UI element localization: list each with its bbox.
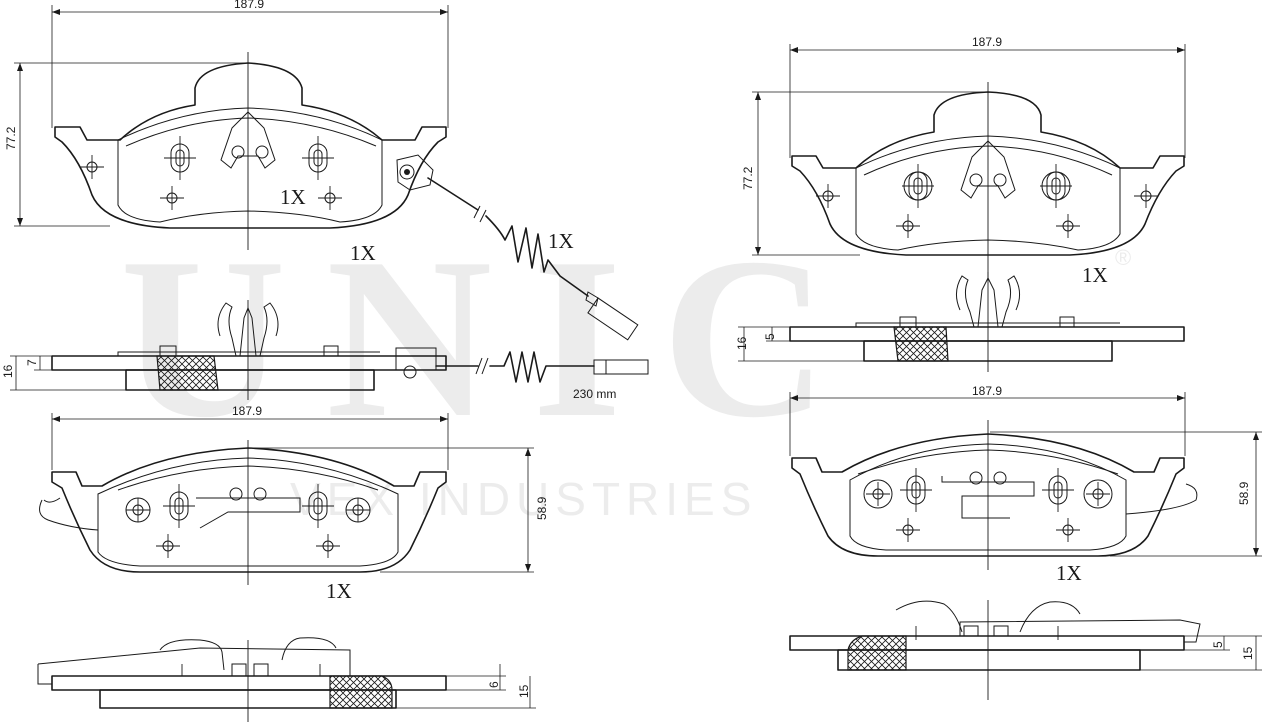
pad-bottom-left-front-view: 187.9 58.9 1X [39, 404, 549, 603]
pad-top-left-front-view: 187.9 77.2 1X 1X 1X [4, 0, 639, 341]
pad-right-side-view: 16 5 [735, 272, 1185, 372]
dim-height-bottom-right: 58.9 [1237, 481, 1251, 505]
qty-label-bottom-right: 1X [1056, 561, 1082, 585]
pad-bottom-right-front-view: 187.9 58.9 1X [789, 384, 1262, 585]
dim-height-bottom-left: 58.9 [535, 496, 549, 520]
dim-thickness-16-left: 16 [1, 364, 15, 378]
qty-label-bottom-left: 1X [326, 579, 352, 603]
dim-thickness-15-left: 15 [517, 684, 531, 698]
dim-lining-5-right-bottom: 5 [1211, 641, 1225, 648]
qty-label-sensor: 1X [548, 229, 574, 253]
pad-bottom-left-side-view: 6 15 [37, 637, 536, 722]
qty-label-inner-top-left: 1X [280, 185, 306, 209]
watermark-registered-mark: ® [1115, 245, 1131, 270]
dim-lining-6: 6 [487, 681, 501, 688]
dim-height-top-right: 77.2 [741, 166, 755, 190]
dim-lining-5-right-top: 5 [763, 333, 777, 340]
watermark-brand: UNIC [120, 210, 868, 465]
dim-width-bottom-left: 187.9 [232, 404, 262, 418]
pad-bottom-right-side-view: 5 15 [789, 600, 1262, 700]
qty-label-pad-top-left: 1X [350, 241, 376, 265]
dim-sensor-length: 230 mm [573, 387, 616, 401]
watermark: UNIC ® VEX INDUSTRIES [120, 210, 1131, 525]
dim-thickness-15-right: 15 [1241, 646, 1255, 660]
pad-top-right-front-view: 187.9 77.2 1X [741, 35, 1186, 287]
dim-width-top-right: 187.9 [972, 35, 1002, 49]
pad-left-side-view: 16 7 230 mm [1, 300, 649, 401]
qty-label-top-right: 1X [1082, 263, 1108, 287]
watermark-company: VEX INDUSTRIES [290, 473, 757, 525]
dim-thickness-16-right: 16 [735, 336, 749, 350]
dim-height-top-left: 77.2 [4, 126, 18, 150]
dim-lining-7-left: 7 [25, 359, 39, 366]
dim-width-bottom-right: 187.9 [972, 384, 1002, 398]
dim-width-top-left: 187.9 [234, 0, 264, 11]
